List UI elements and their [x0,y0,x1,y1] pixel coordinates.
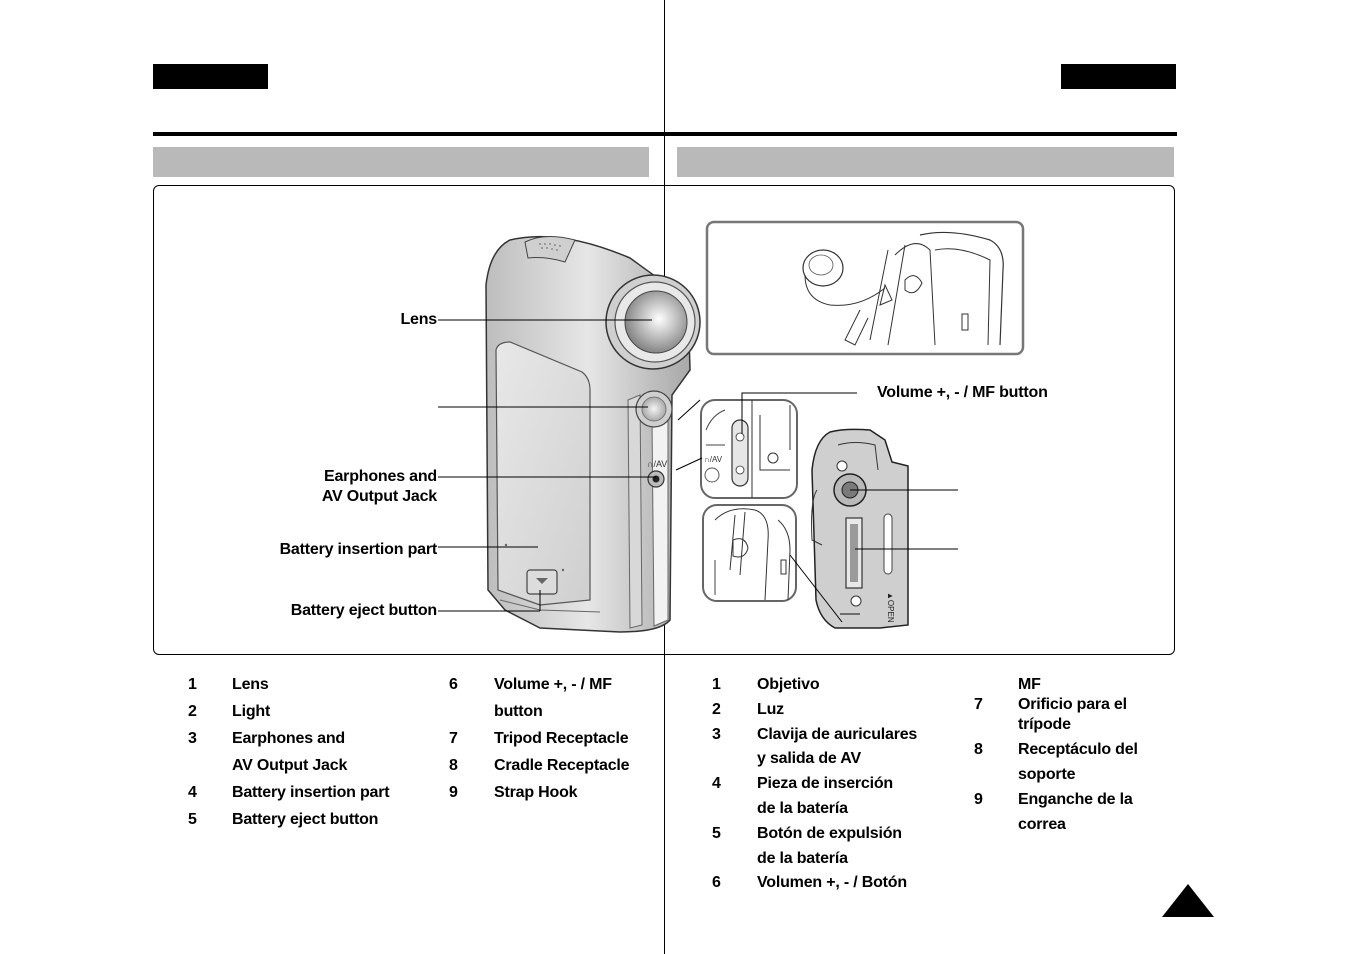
av-small-mark: ∩/AV [704,455,723,464]
page-corner-triangle [1162,884,1214,917]
diagram-frame [153,185,1175,655]
inset-volume: ∩/AV [700,399,798,499]
header-tab-right [1061,64,1176,89]
label-lens: Lens [400,311,437,328]
label-earphones-line2: AV Output Jack [321,488,437,505]
label-volume: Volume +, - / MF button [877,384,1048,401]
section-band-right [677,147,1174,177]
camcorder-bottom-view: ▲OPEN [811,428,909,629]
inset-hook [702,504,797,602]
camcorder-body: ∩/AV [485,235,701,633]
label-earphones-line1: Earphones and [324,468,437,485]
section-band-left [153,147,649,177]
header-rule [153,132,1177,136]
inset-strap [705,220,1025,356]
label-battery-eject: Battery eject button [290,602,437,619]
leader-lines [438,319,958,623]
av-mark: ∩/AV [647,459,667,469]
open-mark: ▲OPEN [886,592,895,623]
header-tab-left [153,64,268,89]
label-battery-insertion: Battery insertion part [279,541,438,558]
